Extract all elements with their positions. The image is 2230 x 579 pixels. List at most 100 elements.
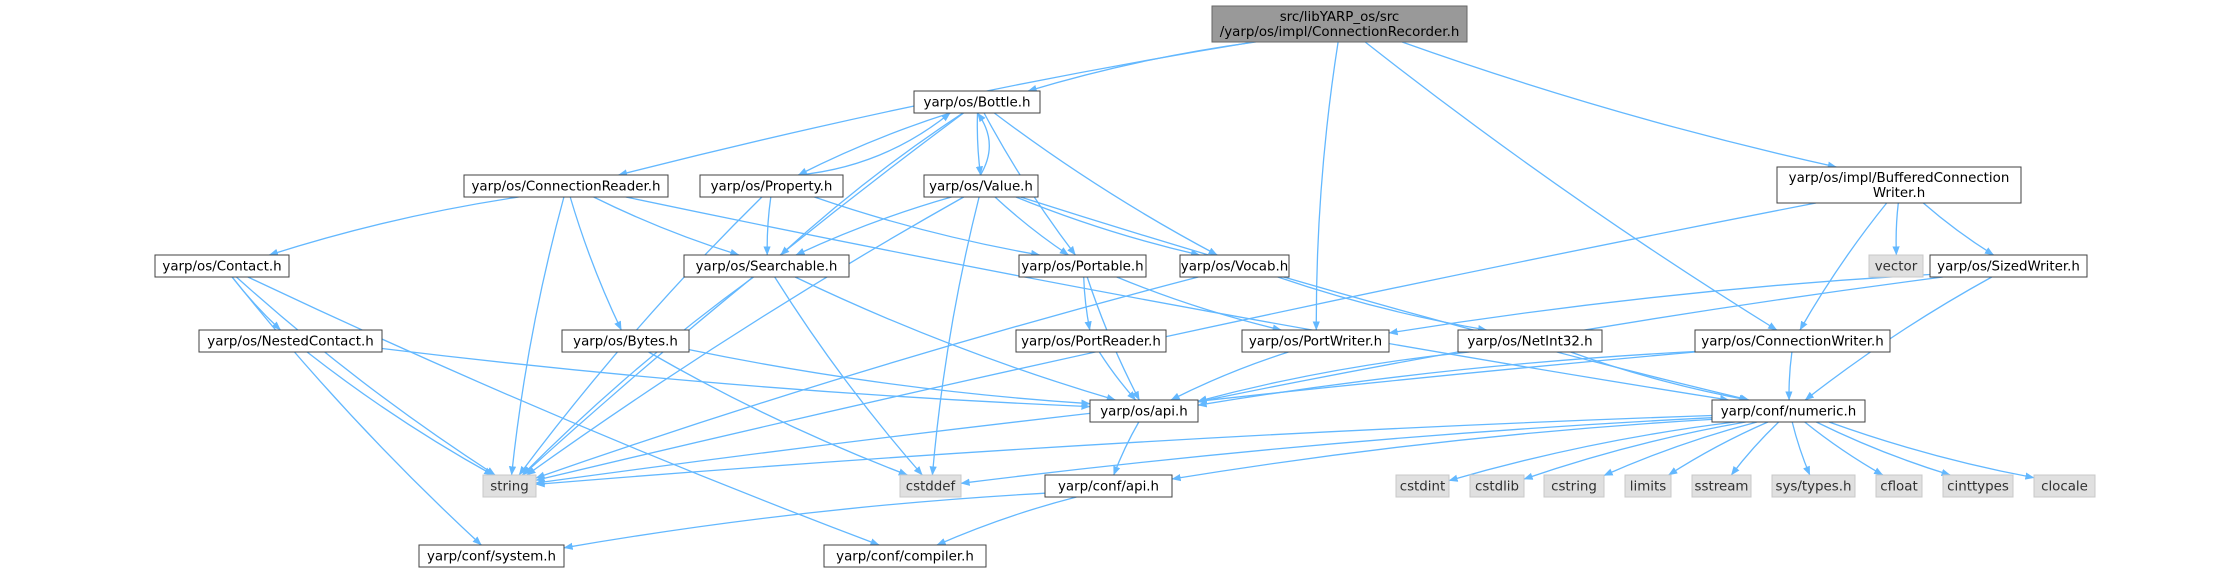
- node-contact-box: [154, 254, 290, 278]
- edge-numeric-to-cstring: [1603, 421, 1758, 477]
- node-property[interactable]: yarp/os/Property.h: [699, 174, 844, 198]
- edge-searchable-to-string: [521, 276, 754, 476]
- edge-connreader-to-searchable: [593, 196, 740, 256]
- node-confsystem-label: yarp/conf/system.h: [427, 550, 556, 565]
- edge-confapi-to-confsystem: [563, 492, 1046, 550]
- edge-portable-to-portreader: [1083, 276, 1092, 331]
- edge-root-to-bufconnwriter: [1401, 41, 1837, 169]
- node-searchable-box: [683, 254, 850, 278]
- node-cinttypes-label: cinttypes: [1947, 480, 2009, 495]
- node-string-label: string: [490, 480, 528, 495]
- edge-vocab-to-string: [535, 276, 1199, 479]
- edge-root-to-bottle: [1027, 41, 1256, 93]
- node-string-box: [482, 474, 537, 498]
- node-cfloat: cfloat: [1875, 474, 1923, 498]
- node-value[interactable]: yarp/os/Value.h: [923, 174, 1039, 198]
- node-root-box: [1211, 5, 1468, 43]
- node-limits: limits: [1624, 474, 1672, 498]
- edge-osapi-to-confapi: [1113, 421, 1140, 476]
- node-cstdlib-box: [1469, 474, 1525, 498]
- node-cfloat-box: [1875, 474, 1923, 498]
- edge-root-to-portwriter: [1312, 41, 1339, 331]
- node-sizedwriter[interactable]: yarp/os/SizedWriter.h: [1929, 254, 2088, 278]
- node-contact[interactable]: yarp/os/Contact.h: [154, 254, 290, 278]
- edge-portable-to-portwriter: [1116, 276, 1282, 332]
- node-confsystem[interactable]: yarp/conf/system.h: [418, 544, 565, 568]
- edge-sizedwriter-to-numeric: [1804, 276, 1993, 401]
- edge-connreader-to-numeric: [625, 196, 1730, 403]
- node-sstream-box: [1691, 474, 1752, 498]
- edge-connreader-to-string: [508, 196, 565, 476]
- node-nestedcontact-box: [198, 329, 383, 353]
- node-sstream-label: sstream: [1695, 480, 1749, 495]
- node-vocab-box: [1179, 254, 1290, 278]
- node-confcompiler-label: yarp/conf/compiler.h: [836, 550, 974, 565]
- edge-bottle-to-value: [975, 112, 984, 176]
- node-portreader[interactable]: yarp/os/PortReader.h: [1015, 329, 1167, 353]
- node-connreader[interactable]: yarp/os/ConnectionReader.h: [463, 174, 669, 198]
- node-connwriter-label: yarp/os/ConnectionWriter.h: [1701, 335, 1883, 350]
- node-connwriter[interactable]: yarp/os/ConnectionWriter.h: [1694, 329, 1891, 353]
- node-osapi[interactable]: yarp/os/api.h: [1089, 399, 1199, 423]
- edge-bottle-to-string: [522, 112, 964, 476]
- edge-nestedcontact-to-osapi: [381, 347, 1091, 410]
- node-cstddef: cstddef: [899, 474, 962, 498]
- node-cstddef-box: [899, 474, 962, 498]
- node-cstdlib-label: cstdlib: [1475, 480, 1519, 495]
- node-property-label: yarp/os/Property.h: [711, 180, 833, 195]
- node-bufconnwriter-label: Writer.h: [1873, 186, 1925, 201]
- node-nestedcontact[interactable]: yarp/os/NestedContact.h: [198, 329, 383, 353]
- node-cstdlib: cstdlib: [1469, 474, 1525, 498]
- node-cfloat-label: cfloat: [1880, 480, 1917, 495]
- node-root-label: /yarp/os/impl/ConnectionRecorder.h: [1220, 25, 1460, 40]
- edge-contact-to-string: [235, 276, 496, 476]
- node-nestedcontact-label: yarp/os/NestedContact.h: [207, 335, 373, 350]
- node-bufconnwriter-label: yarp/os/impl/BufferedConnection: [1789, 171, 2010, 186]
- node-property-box: [699, 174, 844, 198]
- edge-connreader-to-bytes: [569, 196, 622, 331]
- edge-value-to-numeric: [1020, 196, 1750, 402]
- node-bottle-label: yarp/os/Bottle.h: [924, 96, 1031, 111]
- edge-connwriter-to-osapi: [1197, 350, 1696, 408]
- edge-bytes-to-osapi: [688, 348, 1091, 407]
- node-contact-label: yarp/os/Contact.h: [162, 260, 281, 275]
- node-searchable[interactable]: yarp/os/Searchable.h: [683, 254, 850, 278]
- node-portwriter[interactable]: yarp/os/PortWriter.h: [1241, 329, 1390, 353]
- edge-bottle-to-searchable: [780, 112, 964, 256]
- node-bytes[interactable]: yarp/os/Bytes.h: [561, 329, 690, 353]
- edge-confapi-to-confcompiler: [936, 496, 1077, 546]
- node-numeric[interactable]: yarp/conf/numeric.h: [1711, 399, 1866, 423]
- node-confapi[interactable]: yarp/conf/api.h: [1044, 474, 1173, 498]
- node-string: string: [482, 474, 537, 498]
- node-value-box: [923, 174, 1039, 198]
- node-sstream: sstream: [1691, 474, 1752, 498]
- node-portreader-label: yarp/os/PortReader.h: [1021, 335, 1161, 350]
- node-clocale-box: [2033, 474, 2096, 498]
- node-confapi-label: yarp/conf/api.h: [1058, 480, 1159, 495]
- edge-numeric-to-cinttypes: [1816, 421, 1951, 476]
- node-portable[interactable]: yarp/os/Portable.h: [1018, 254, 1147, 278]
- node-cstdint-label: cstdint: [1400, 480, 1446, 495]
- node-bottle[interactable]: yarp/os/Bottle.h: [913, 90, 1041, 114]
- edge-bufconnwriter-to-vector: [1892, 202, 1900, 256]
- node-limits-label: limits: [1630, 480, 1666, 495]
- edge-searchable-to-cstddef: [774, 276, 923, 476]
- edge-vocab-to-netint32: [1277, 276, 1488, 333]
- node-confcompiler[interactable]: yarp/conf/compiler.h: [823, 544, 987, 568]
- node-vocab[interactable]: yarp/os/Vocab.h: [1179, 254, 1290, 278]
- edge-numeric-to-cstddef: [960, 417, 1713, 486]
- node-value-label: yarp/os/Value.h: [929, 180, 1033, 195]
- node-systypes-box: [1771, 474, 1856, 498]
- node-numeric-label: yarp/conf/numeric.h: [1721, 405, 1857, 420]
- node-sizedwriter-box: [1929, 254, 2088, 278]
- edge-value-to-cstddef: [929, 196, 980, 476]
- node-root[interactable]: src/libYARP_os/src/yarp/os/impl/Connecti…: [1211, 5, 1468, 43]
- node-bufconnwriter-box: [1776, 166, 2022, 204]
- edge-contact-to-confcompiler: [247, 276, 880, 546]
- edge-numeric-to-cstdlib: [1523, 421, 1746, 480]
- node-netint32[interactable]: yarp/os/NetInt32.h: [1457, 329, 1603, 353]
- node-searchable-label: yarp/os/Searchable.h: [696, 260, 838, 275]
- edge-bufconnwriter-to-string: [535, 202, 1817, 482]
